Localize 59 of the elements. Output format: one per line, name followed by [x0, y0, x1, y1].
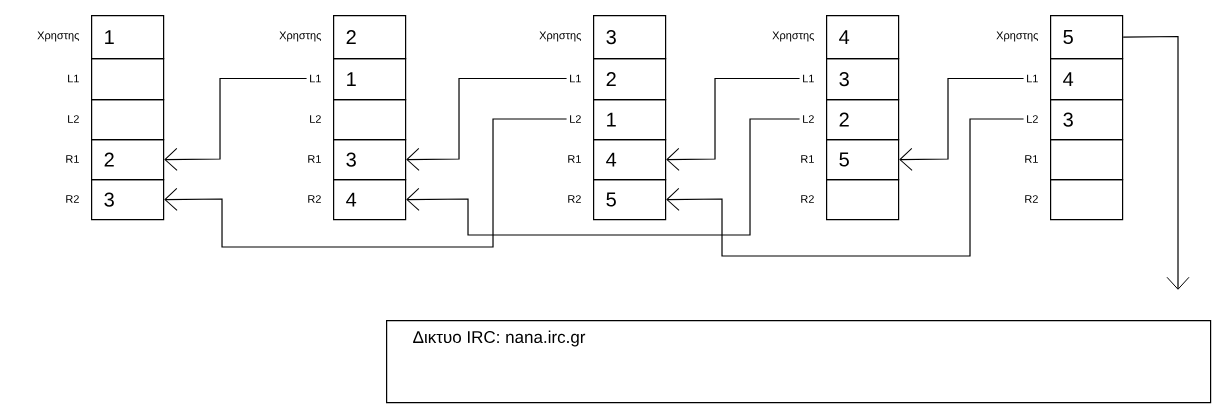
row-label: Χρηστης	[37, 31, 80, 42]
row-label: L1	[68, 74, 79, 83]
row-label: L1	[570, 74, 581, 83]
cell-box: 2	[826, 99, 900, 141]
row-label: R1	[308, 155, 321, 163]
row-label: R2	[568, 195, 581, 203]
arrow	[666, 77, 801, 171]
row-label: R2	[308, 195, 321, 203]
cell-box: 5	[1050, 15, 1124, 60]
cell-box: 3	[333, 139, 407, 181]
arrow	[164, 118, 568, 248]
row-label: L1	[310, 74, 321, 83]
cell-box	[1050, 139, 1124, 181]
row-label: Χρηστης	[772, 31, 815, 42]
row-label: L2	[310, 115, 321, 123]
network-box: Δικτυο IRC: nana.irc.gr	[386, 320, 1212, 404]
cell-box: 3	[1050, 99, 1124, 141]
cell-box: 1	[91, 15, 165, 60]
row-label: Χρηστης	[279, 31, 322, 42]
row-label: L2	[570, 115, 581, 123]
cell-box	[91, 58, 165, 101]
cell-box: 4	[1050, 58, 1124, 101]
row-label: R1	[801, 155, 814, 163]
cell-box	[333, 99, 407, 141]
row-label: R2	[1025, 195, 1038, 203]
cell-box: 2	[333, 15, 407, 60]
row-label: R1	[568, 155, 581, 163]
row-label: R2	[801, 195, 814, 203]
row-label: Χρηστης	[996, 31, 1039, 42]
cell-box: 2	[91, 139, 165, 181]
cell-box: 1	[593, 99, 667, 141]
cell-box	[826, 179, 900, 221]
row-label: L2	[1027, 115, 1038, 123]
cell-box	[1050, 179, 1124, 221]
cell-box: 5	[826, 139, 900, 181]
cell-box: 4	[333, 179, 407, 221]
row-label: R1	[66, 155, 79, 163]
row-label: R2	[66, 195, 79, 203]
row-label: R1	[1025, 155, 1038, 163]
cell-box: 3	[593, 15, 667, 60]
arrow	[1122, 35, 1190, 290]
arrow	[406, 118, 801, 236]
cell-box: 3	[91, 179, 165, 221]
row-label: L1	[803, 74, 814, 83]
cell-box: 2	[593, 58, 667, 101]
cell-box: 4	[826, 15, 900, 60]
cell-box: 1	[333, 58, 407, 101]
arrow	[899, 77, 1025, 171]
row-label: Χρηστης	[539, 31, 582, 42]
row-label: L2	[68, 115, 79, 123]
arrow	[406, 77, 568, 171]
arrow	[164, 77, 308, 171]
cell-box: 4	[593, 139, 667, 181]
row-label: L2	[803, 115, 814, 123]
row-label: L1	[1027, 74, 1038, 83]
cell-box: 5	[593, 179, 667, 221]
cell-box: 3	[826, 58, 900, 101]
arrow	[666, 118, 1025, 257]
cell-box	[91, 99, 165, 141]
